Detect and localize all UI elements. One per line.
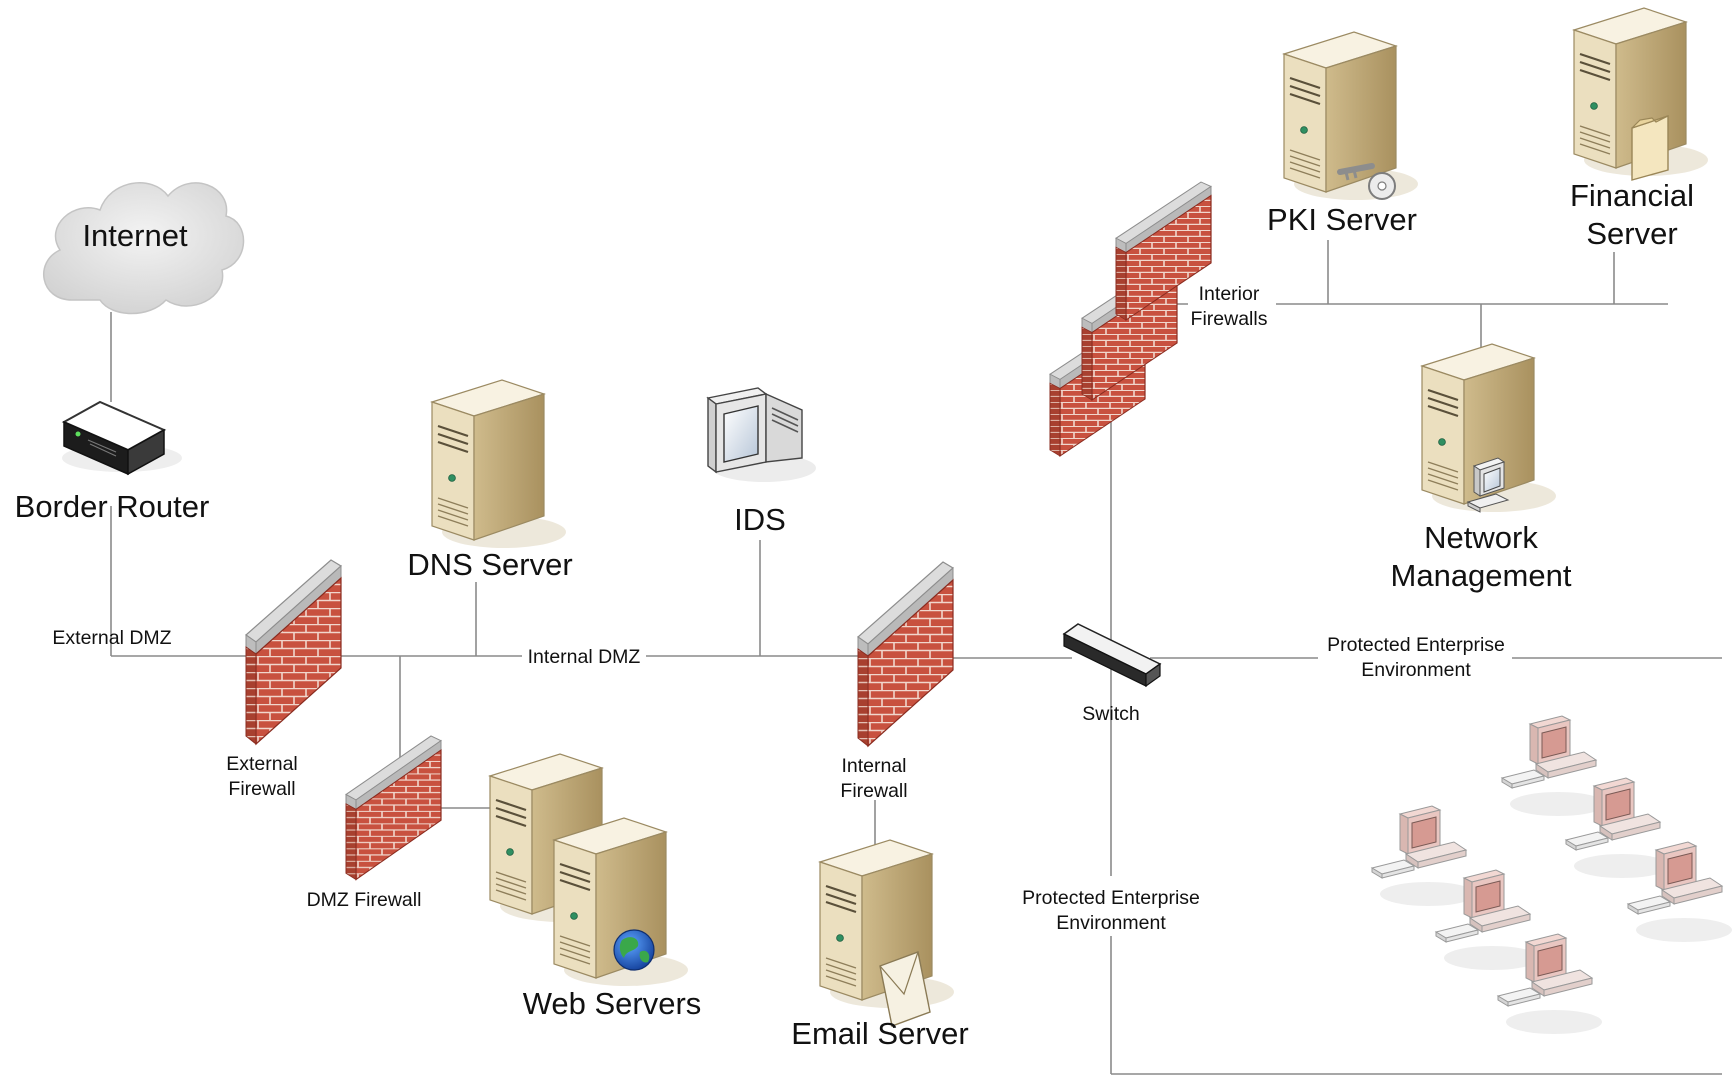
cloud-icon <box>43 182 245 315</box>
firewall-icon <box>857 561 954 747</box>
protected-enterprise-right-line2: Environment <box>1361 659 1471 681</box>
switch-label: Switch <box>1082 703 1139 725</box>
interior-firewalls-label-line1: Interior <box>1199 283 1260 305</box>
switch-icon <box>1062 623 1162 688</box>
protected-enterprise-right-line1: Protected Enterprise <box>1327 634 1505 656</box>
internal-dmz-label: Internal DMZ <box>528 646 641 668</box>
server-icon <box>430 378 568 550</box>
workstation-cluster <box>1371 715 1733 1035</box>
email-server-label: Email Server <box>791 1016 968 1051</box>
network-links <box>110 240 1722 1075</box>
external-firewall-label-line1: External <box>226 753 298 775</box>
workstation-icon <box>1501 715 1607 817</box>
server-icon <box>1282 30 1420 202</box>
network-management-label-line2: Management <box>1391 558 1572 593</box>
financial-server-label-line1: Financial <box>1570 178 1694 213</box>
workstation-icon <box>1371 805 1477 907</box>
protected-enterprise-bottom-line1: Protected Enterprise <box>1022 887 1200 909</box>
protected-enterprise-bottom-line2: Environment <box>1056 912 1166 934</box>
web-servers-label: Web Servers <box>523 986 702 1021</box>
external-firewall-label-line2: Firewall <box>228 778 295 800</box>
router-icon <box>61 400 182 476</box>
interior-firewalls-label-line2: Firewalls <box>1191 308 1268 330</box>
border-router-label: Border Router <box>15 489 210 524</box>
monitor-icon <box>1466 457 1510 513</box>
pki-server-label: PKI Server <box>1267 202 1417 237</box>
ids-label: IDS <box>734 502 786 537</box>
globe-icon <box>613 929 655 971</box>
monitor-icon <box>706 387 816 482</box>
external-dmz-label: External DMZ <box>52 627 171 649</box>
key-icon <box>1337 163 1396 200</box>
envelope-icon <box>879 951 931 1027</box>
firewall-icon <box>245 559 342 745</box>
firewall-icon <box>345 735 442 881</box>
workstation-icon <box>1565 777 1671 879</box>
network-management-label-line1: Network <box>1424 520 1538 555</box>
internal-dmz-label-bg <box>522 644 646 668</box>
internal-firewall-label-line2: Firewall <box>840 780 907 802</box>
internal-firewall-label-line1: Internal <box>841 755 906 777</box>
dns-server-label: DNS Server <box>407 547 572 582</box>
protected-enterprise-bottom-bg <box>1010 880 1212 934</box>
financial-server-label-line2: Server <box>1586 216 1677 251</box>
folder-icon <box>1631 115 1669 181</box>
internet-label: Internet <box>82 218 188 253</box>
dmz-firewall-label: DMZ Firewall <box>307 889 422 911</box>
